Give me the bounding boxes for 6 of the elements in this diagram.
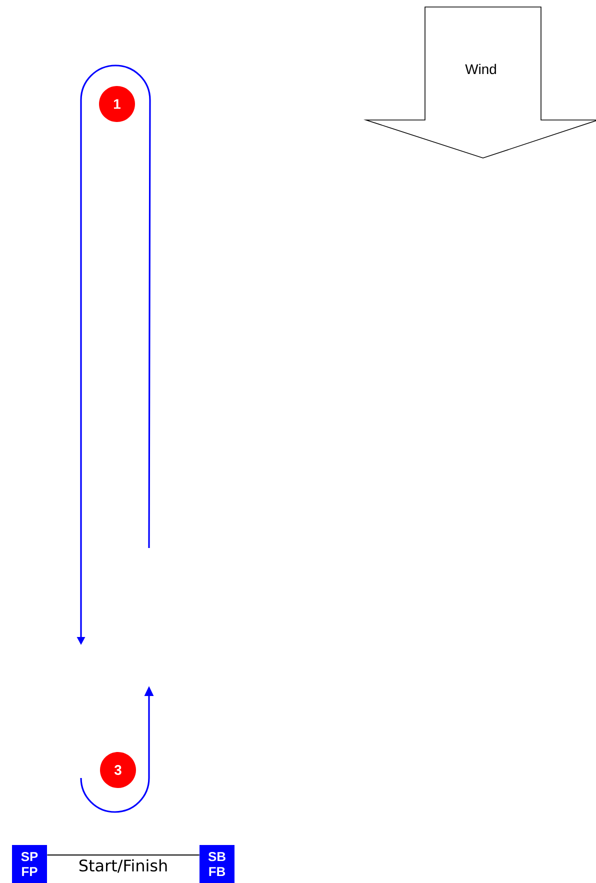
start-finish-line — [46, 854, 200, 856]
mark-buoy: 3 — [100, 752, 136, 788]
mark-buoy: 1 — [99, 86, 135, 122]
edge-label: Start/Finish — [79, 859, 167, 873]
line-end-flag: SB FB — [200, 845, 234, 883]
line-end-flag: SP FP — [12, 845, 47, 883]
